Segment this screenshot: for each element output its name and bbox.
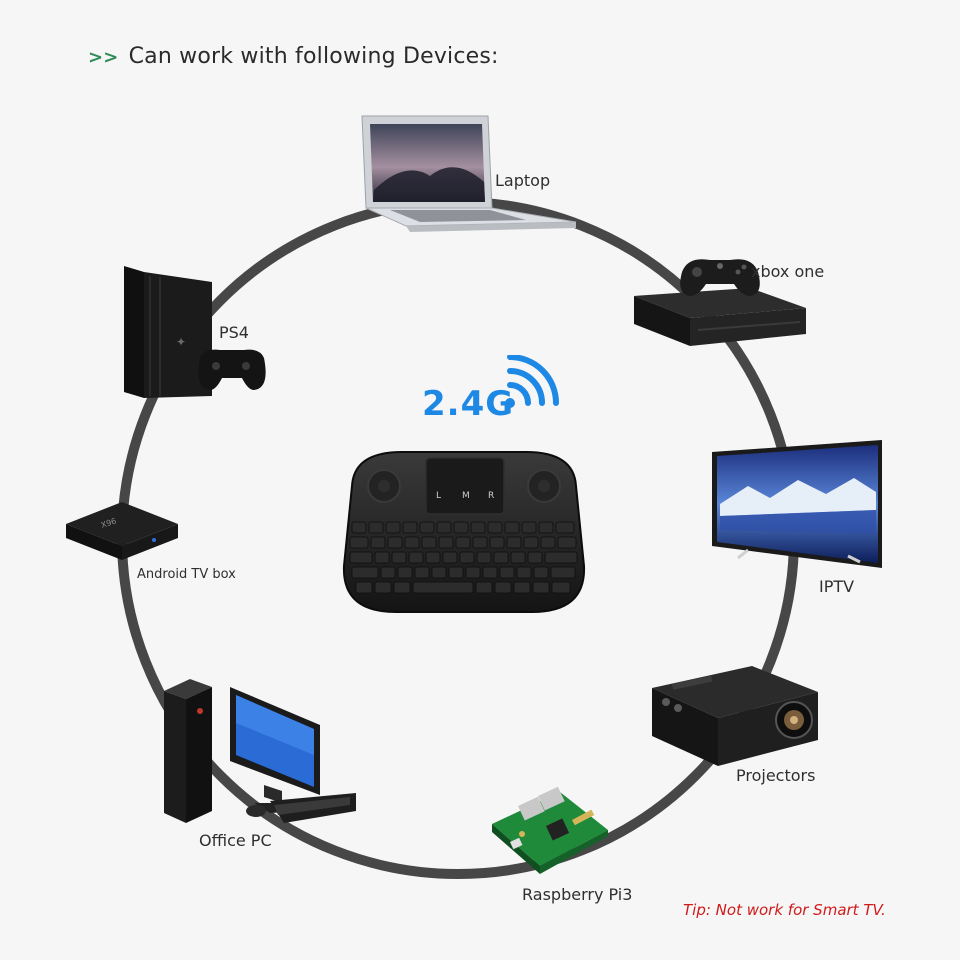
- arrows-icon: >>: [88, 47, 119, 68]
- device-label-projectors: Projectors: [736, 766, 816, 785]
- touchpad-right-button-label: R: [488, 491, 494, 501]
- touchpad-left-button-label: L: [436, 491, 441, 501]
- device-label-raspberry-pi: Raspberry Pi3: [522, 885, 633, 904]
- touchpad-middle-button-label: M: [462, 491, 470, 501]
- wifi-signal-icon: [505, 355, 559, 408]
- device-label-xbox: xbox one: [751, 262, 825, 281]
- desktop-pc-icon: [164, 679, 356, 823]
- wireless-2-4g-badge: 2.4G: [422, 384, 515, 424]
- device-label-ps4: PS4: [219, 323, 249, 342]
- playstation-console-icon: ✦: [124, 266, 266, 398]
- projector-icon: [652, 666, 818, 766]
- device-label-laptop: Laptop: [495, 171, 551, 190]
- wireless-keyboard-icon: L M R: [342, 451, 586, 613]
- header-title: Can work with following Devices:: [128, 44, 499, 69]
- device-label-iptv: IPTV: [819, 577, 855, 596]
- tv-icon: [712, 440, 882, 568]
- svg-text:✦: ✦: [176, 335, 186, 349]
- laptop-icon: [361, 115, 577, 232]
- tv-box-icon: X96: [66, 502, 178, 560]
- tip-note: Tip: Not work for Smart TV.: [683, 901, 886, 919]
- xbox-console-icon: [634, 259, 806, 346]
- page-title: >> Can work with following Devices:: [88, 44, 499, 69]
- key-grid: [349, 521, 578, 594]
- device-label-android-tv-box: Android TV box: [137, 567, 236, 582]
- circuit-board-icon: [492, 786, 608, 874]
- device-label-office-pc: Office PC: [199, 831, 272, 850]
